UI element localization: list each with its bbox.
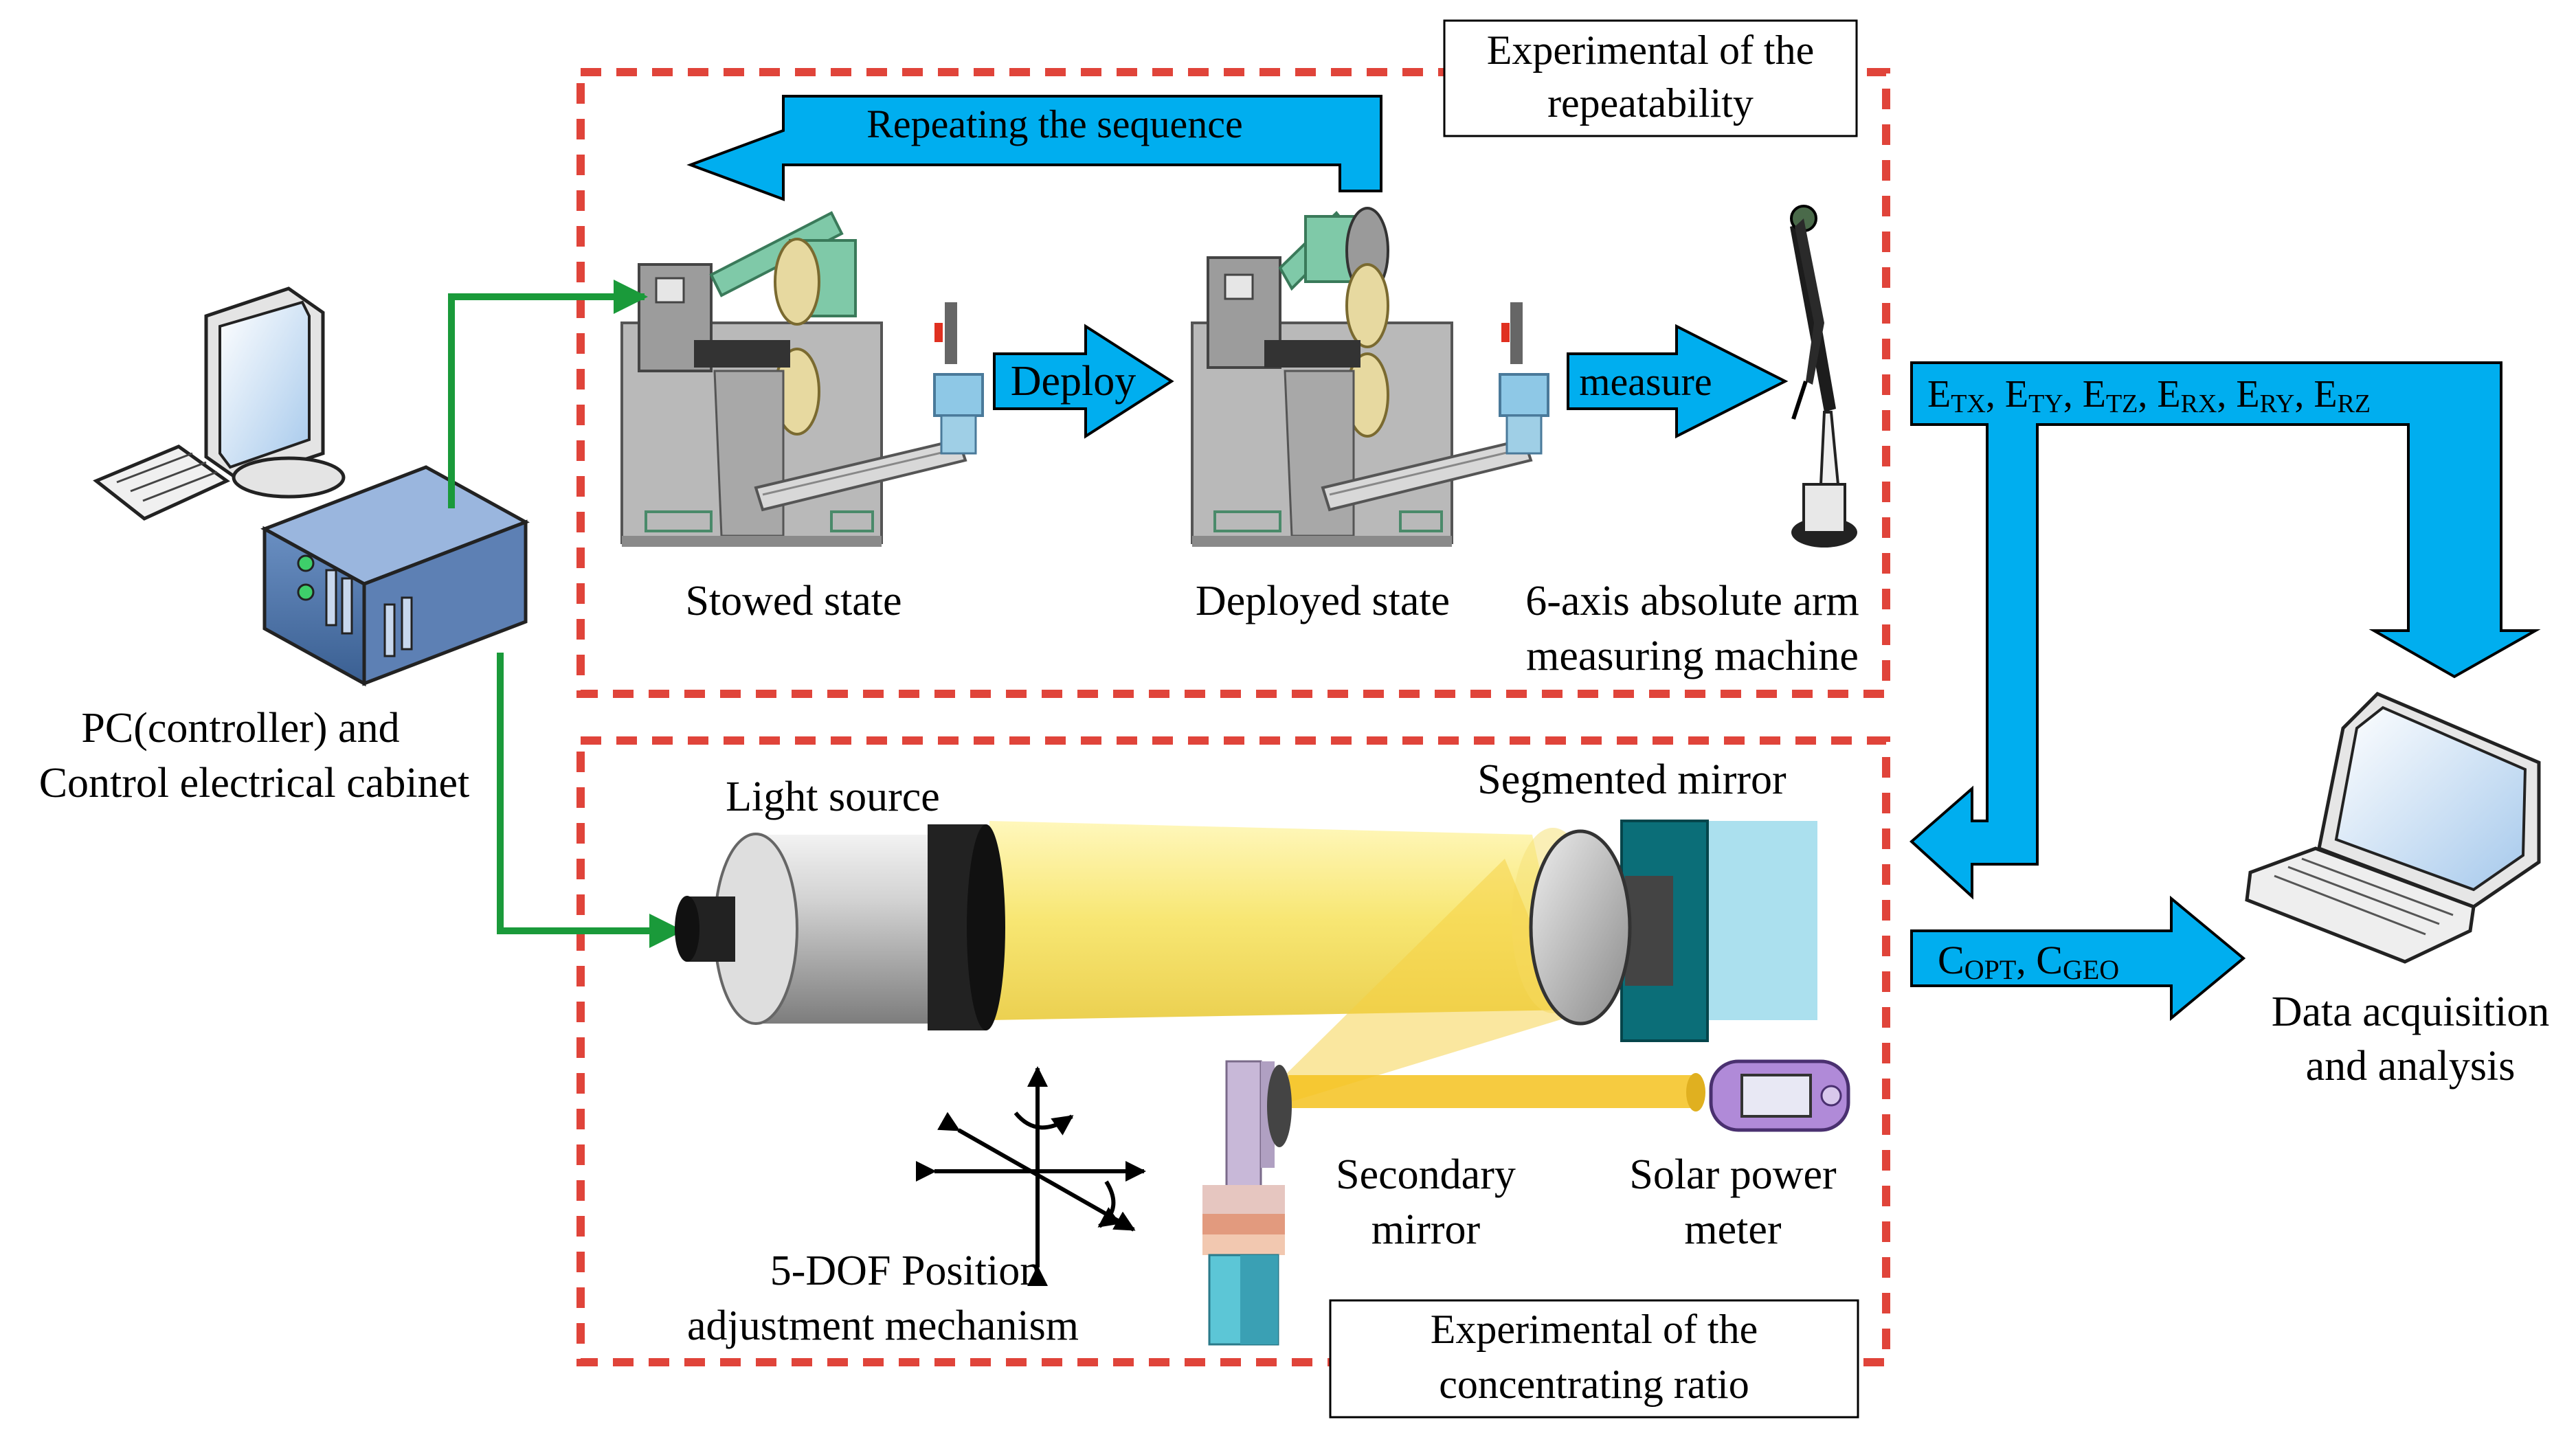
error-terms-label: ETX, ETY, ETZ, ERX, ERY, ERZ xyxy=(1927,373,2371,418)
pc-label-line2: Control electrical cabinet xyxy=(39,760,470,806)
secondary-mirror-label-line1: Secondary xyxy=(1336,1151,1516,1198)
5-dof-axes-icon xyxy=(916,1066,1146,1286)
deployed-mechanism-icon xyxy=(1191,207,1549,547)
dof-label-line1: 5-DOF Position xyxy=(770,1248,1041,1294)
laptop-icon xyxy=(2245,692,2541,964)
dof-label-line2: adjustment mechanism xyxy=(687,1302,1079,1349)
ratio-output-arrow: COPT, CGEO xyxy=(1910,895,2246,1022)
meter-label-line1: Solar power xyxy=(1629,1151,1837,1198)
concentrating-region xyxy=(576,736,1890,1366)
measure-arrow: measure xyxy=(1567,324,1789,439)
deploy-arrow: Deploy xyxy=(993,324,1174,439)
daq-label-line1: Data acquisition xyxy=(2272,989,2550,1035)
daq-label-line2: and analysis xyxy=(2306,1043,2516,1090)
concentrating-title-box: Experimental of the concentrating ratio xyxy=(1329,1299,1859,1419)
concentrating-title-line2: concentrating ratio xyxy=(1439,1362,1749,1407)
repeatability-title-line2: repeatability xyxy=(1547,80,1754,126)
meter-beam xyxy=(1288,1075,1701,1108)
control-cabinet-icon xyxy=(260,465,530,687)
repeatability-title-box: Experimental of the repeatability xyxy=(1443,19,1858,137)
control-line-bottom xyxy=(497,653,684,948)
repeat-sequence-arrow: Repeating the sequence xyxy=(686,95,1382,201)
repeat-sequence-label: Repeating the sequence xyxy=(866,102,1243,146)
reflected-beam xyxy=(1278,859,1570,1103)
desktop-computer-icon xyxy=(93,286,346,521)
light-source-label: Light source xyxy=(726,774,940,820)
deployed-state-label: Deployed state xyxy=(1196,578,1450,624)
repeatability-region xyxy=(576,68,1890,698)
measuring-arm-icon xyxy=(1790,205,1857,548)
control-line-top xyxy=(448,280,648,508)
measure-label: measure xyxy=(1579,359,1712,404)
deploy-label: Deploy xyxy=(1011,358,1136,405)
arm-label-line2: measuring machine xyxy=(1526,633,1859,679)
concentrating-title-line1: Experimental of the xyxy=(1431,1307,1758,1352)
segmented-mirror-icon xyxy=(1529,820,1817,1042)
light-source-icon xyxy=(675,824,1005,1030)
meter-label-line2: meter xyxy=(1684,1206,1781,1253)
segmented-mirror-label: Segmented mirror xyxy=(1477,756,1787,803)
arm-label-line1: 6-axis absolute arm xyxy=(1525,578,1859,624)
pc-label-line1: PC(controller) and xyxy=(81,705,399,752)
solar-power-meter-icon xyxy=(1686,1059,1850,1132)
secondary-mirror-label-line2: mirror xyxy=(1371,1206,1481,1253)
repeatability-title-line1: Experimental of the xyxy=(1487,27,1814,73)
secondary-mirror-icon xyxy=(1202,1060,1292,1346)
ratio-terms-label: COPT, CGEO xyxy=(1938,938,2119,985)
stowed-state-label: Stowed state xyxy=(685,578,901,624)
stowed-mechanism-icon xyxy=(620,211,984,547)
error-output-arrow: ETX, ETY, ETZ, ERX, ERY, ERZ xyxy=(1909,361,2541,900)
